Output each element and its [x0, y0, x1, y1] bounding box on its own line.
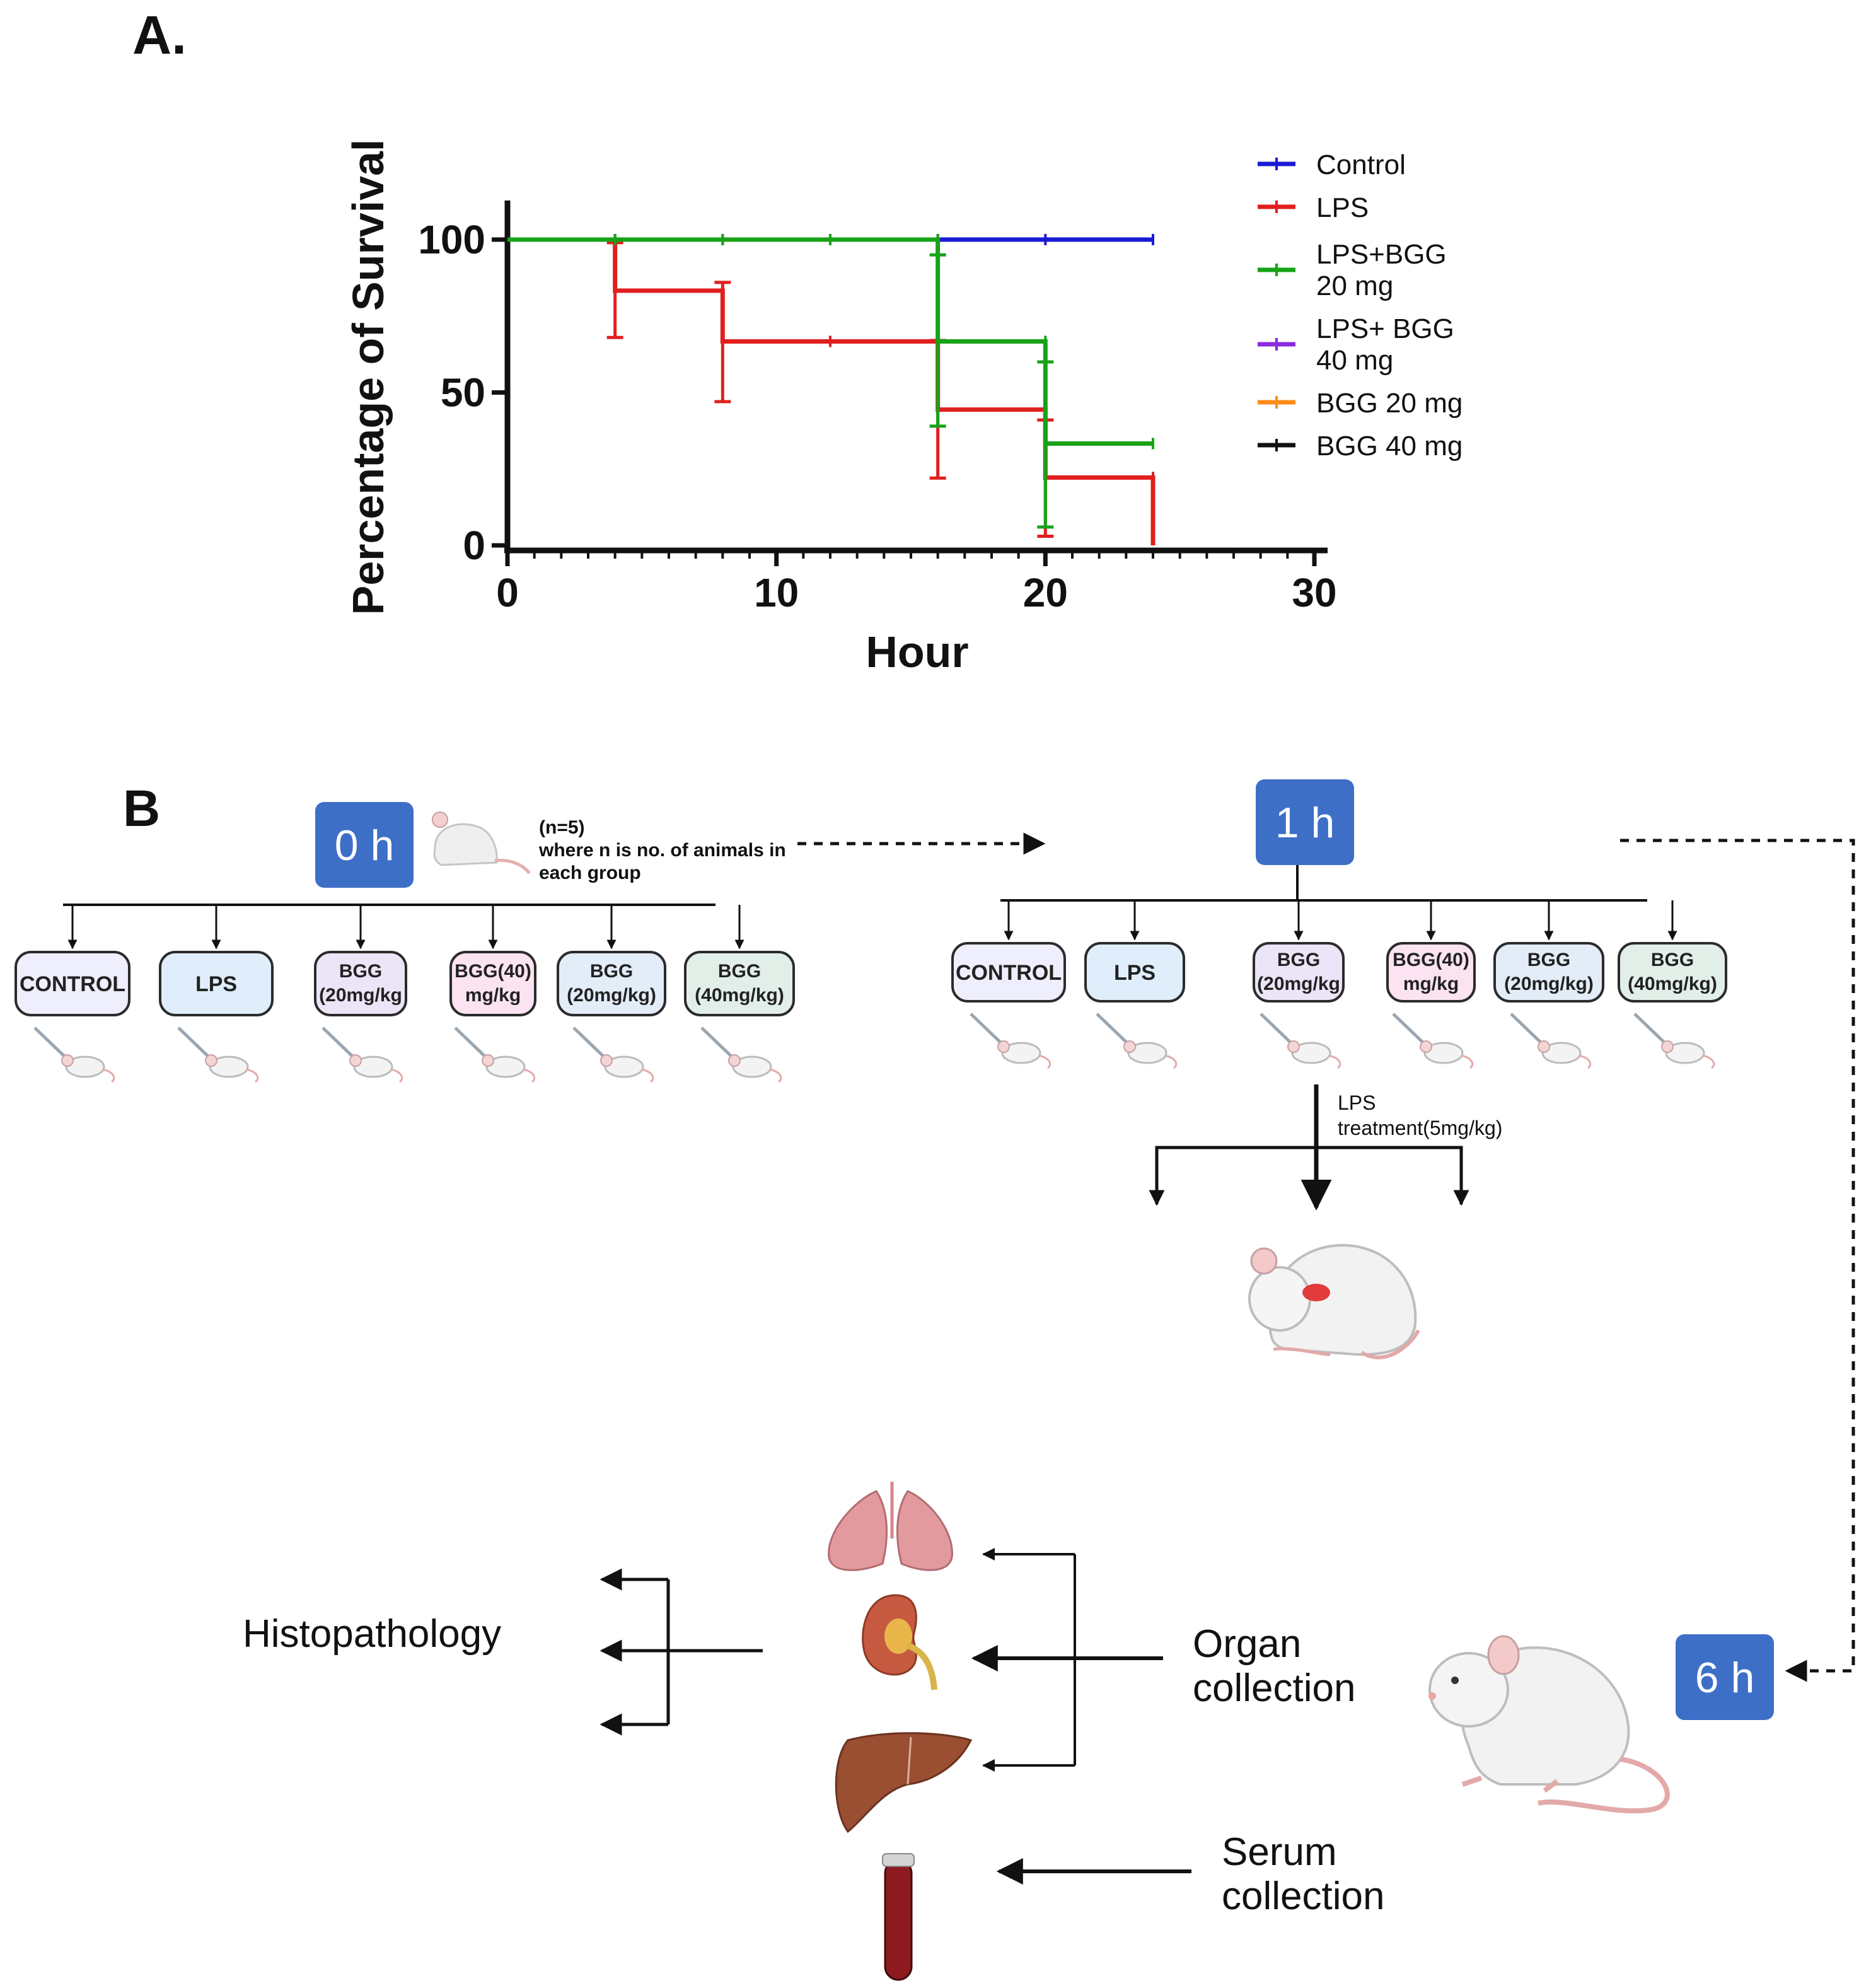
injection-mouse-icon: [1510, 1013, 1592, 1069]
panel-a-label: A.: [132, 5, 187, 66]
injection-mouse-icon: [970, 1013, 1051, 1069]
legend-label: LPS: [1316, 192, 1369, 223]
legend-item: BGG 40 mg: [1258, 431, 1463, 462]
group-label: BGG(40mg/kg): [1628, 950, 1717, 994]
y-tick-label: 50: [441, 370, 485, 416]
group-label: LPS: [1114, 961, 1156, 985]
legend-item: LPS: [1258, 192, 1369, 223]
groups-0h: CONTROL LPS BGG(20mg/kg BGG(40)mg/kg BGG(20m…: [14, 904, 795, 1083]
x-tick-label: 0: [496, 570, 519, 615]
time-1h-label: 1 h: [1275, 799, 1335, 847]
panel-b-label: B: [123, 780, 160, 837]
injection-mouse-icon: [700, 1026, 782, 1083]
group-box: CONTROL: [14, 905, 130, 1083]
group-label: BGG(20mg/kg: [1257, 950, 1340, 994]
time-badge-1h: 1 h: [1256, 779, 1354, 865]
injection-mouse-icon: [1260, 1013, 1341, 1069]
group-box: BGG(40)mg/kg: [1386, 900, 1476, 1069]
injection-mouse-icon: [1096, 1013, 1178, 1069]
group-box: BGG(40)mg/kg: [449, 905, 536, 1083]
x-axis-label: Hour: [866, 627, 968, 677]
group-label: LPS: [195, 972, 237, 996]
histopathology-arrows: [600, 1568, 763, 1736]
legend-label: BGG 40 mg: [1316, 431, 1463, 462]
injection-mouse-icon: [177, 1026, 259, 1083]
group-box: CONTROL: [951, 900, 1066, 1069]
serum-collection-label: Serum collection: [1222, 1830, 1384, 1918]
group-label: BGG(20mg/kg): [567, 961, 656, 1006]
lps-mouse-icon: [1248, 1243, 1420, 1359]
organ-collection-arrows: [971, 1548, 1163, 1772]
x-tick-label: 10: [754, 570, 799, 615]
group-box: LPS: [159, 905, 274, 1083]
lung-icon: [828, 1482, 953, 1571]
legend-item: Control: [1258, 149, 1406, 180]
group-box: BGG(20mg/kg: [1253, 900, 1345, 1069]
group-label: BGG(40mg/kg): [695, 961, 784, 1006]
series-line: [507, 237, 1153, 446]
lps-treatment-arrows: [1149, 1084, 1469, 1211]
mouse-6h-icon: [1428, 1635, 1670, 1814]
injection-mouse-icon: [321, 1026, 403, 1083]
groups-1h: CONTROL LPS BGG(20mg/kg BGG(40)mg/kg BGG(20m…: [951, 865, 1727, 1069]
time-0h-label: 0 h: [335, 822, 395, 869]
organ-collection-label: Organ collection: [1193, 1622, 1355, 1710]
time-badge-6h: 6 h: [1676, 1634, 1774, 1720]
x-tick-label: 30: [1292, 570, 1336, 615]
time-badge-0h: 0 h: [315, 802, 414, 888]
group-box: BGG(20mg/kg): [1493, 900, 1604, 1069]
y-tick-label: 0: [463, 523, 485, 568]
group-box: BGG(40mg/kg): [1618, 900, 1727, 1069]
group-box: BGG(20mg/kg: [314, 905, 407, 1083]
legend-label: Control: [1316, 149, 1406, 180]
x-tick-label: 20: [1023, 570, 1068, 615]
kidney-icon: [862, 1594, 937, 1690]
plot-series: [507, 234, 1156, 545]
legend-item: BGG 20 mg: [1258, 388, 1463, 419]
group-size-note: (n=5) where n is no. of animals in each …: [538, 817, 791, 883]
group-box: BGG(40mg/kg): [684, 905, 795, 1083]
group-label: BGG(20mg/kg: [319, 961, 402, 1006]
y-tick-label: 100: [418, 217, 485, 262]
series-line: [507, 237, 1156, 545]
x-major-ticks: 0 10 20 30: [496, 550, 1337, 615]
y-axis-label: Percentage of Survival: [344, 139, 393, 615]
serum-tube-icon: [882, 1853, 915, 1981]
liver-icon: [835, 1732, 973, 1834]
mouse-0h-icon: [432, 811, 531, 875]
injection-mouse-icon: [1633, 1013, 1715, 1069]
group-label: BGG(40)mg/kg: [1393, 950, 1469, 994]
dashed-arrow-1h-to-6h: [1620, 839, 1855, 1682]
y-major-ticks: 0 50 100: [418, 217, 507, 568]
legend-label: BGG 20 mg: [1316, 388, 1463, 419]
group-label: BGG(20mg/kg): [1504, 950, 1594, 994]
survival-chart: 0 10 20 30 0 50 100 Percentage of Survival Ho…: [344, 139, 1463, 677]
injection-mouse-icon: [454, 1026, 536, 1083]
lps-treatment-label: LPS treatment(5mg/kg): [1338, 1091, 1502, 1139]
group-box: BGG(20mg/kg): [557, 905, 666, 1083]
group-label: CONTROL: [956, 961, 1062, 985]
injection-mouse-icon: [1392, 1013, 1474, 1069]
group-label: CONTROL: [20, 972, 125, 996]
injection-mouse-icon: [33, 1026, 115, 1083]
group-label: BGG(40)mg/kg: [455, 961, 531, 1006]
injection-mouse-icon: [572, 1026, 654, 1083]
group-box: LPS: [1084, 900, 1185, 1069]
time-6h-label: 6 h: [1695, 1654, 1755, 1702]
histopathology-label: Histopathology: [243, 1612, 501, 1656]
